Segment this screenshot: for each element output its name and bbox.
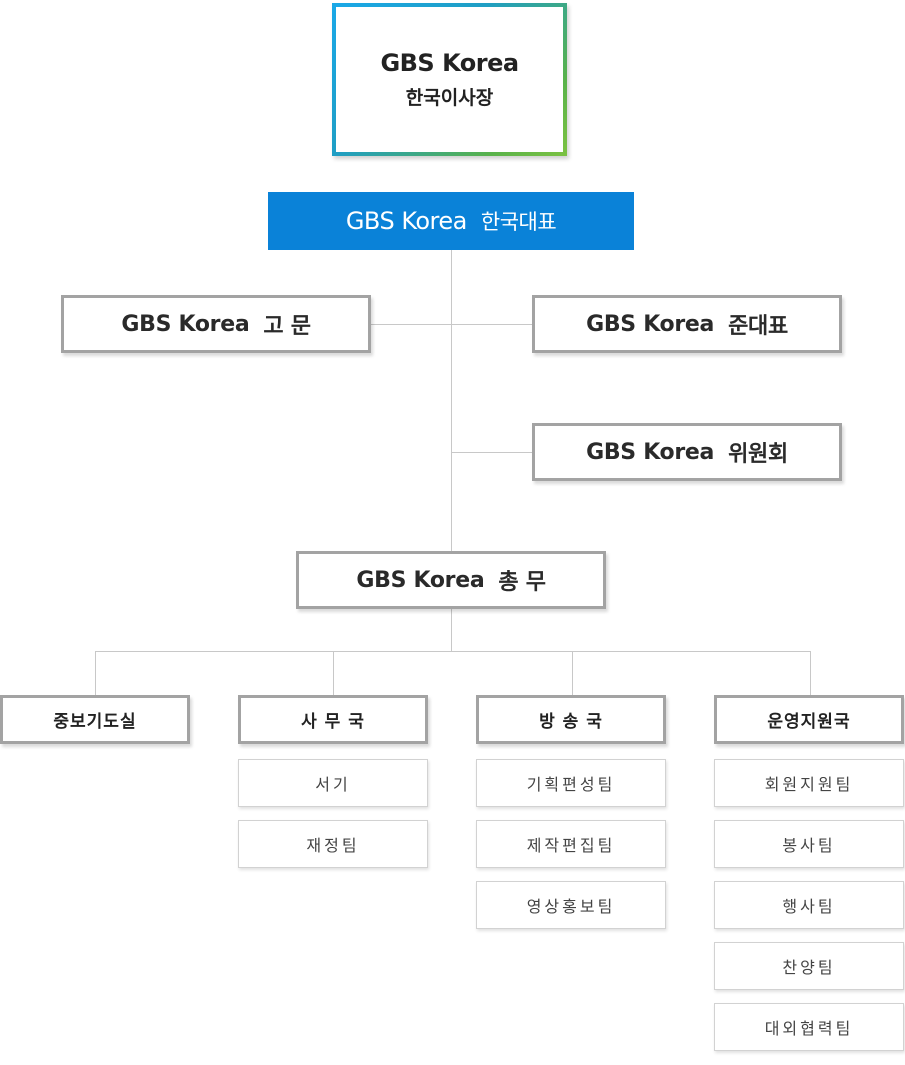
team-name: 대외협력팀	[764, 1019, 854, 1038]
connector-committee	[451, 452, 533, 453]
connector-dept-3	[572, 651, 573, 695]
team-name: 봉사팀	[782, 836, 836, 855]
team-box: 제작편집팀	[476, 820, 666, 868]
team-name: 재정팀	[306, 836, 360, 855]
department-name: 중보기도실	[53, 712, 137, 732]
team-box: 서기	[238, 759, 428, 807]
department-box: 방 송 국	[476, 695, 666, 744]
team-name: 찬양팀	[782, 958, 836, 977]
team-name: 영상홍보팀	[526, 897, 616, 916]
team-box: 기획편성팀	[476, 759, 666, 807]
connector-dept-1	[95, 651, 96, 695]
department-name: 방 송 국	[539, 712, 603, 732]
advisor-title: 고 문	[263, 314, 311, 339]
team-name: 서기	[315, 775, 351, 794]
committee-box: GBS Korea 위원회	[532, 423, 842, 481]
team-name: 기획편성팀	[526, 775, 616, 794]
team-box: 회원지원팀	[714, 759, 904, 807]
chairman-org-name: GBS Korea	[380, 49, 519, 77]
representative-box: GBS Korea 한국대표	[268, 192, 634, 250]
representative-title: 한국대표	[480, 210, 557, 234]
advisor-org-name: GBS Korea	[121, 311, 250, 337]
connector-trunk	[451, 250, 452, 552]
committee-org-name: GBS Korea	[586, 439, 715, 465]
team-box: 영상홍보팀	[476, 881, 666, 929]
associate-rep-box: GBS Korea 준대표	[532, 295, 842, 353]
team-box: 찬양팀	[714, 942, 904, 990]
chairman-title: 한국이사장	[405, 87, 494, 109]
committee-title: 위원회	[728, 442, 788, 467]
representative-org-name: GBS Korea	[345, 207, 468, 235]
general-affairs-box: GBS Korea 총 무	[296, 551, 606, 609]
team-box: 행사팀	[714, 881, 904, 929]
team-name: 제작편집팀	[526, 836, 616, 855]
team-name: 회원지원팀	[764, 775, 854, 794]
connector-departments-horizontal	[95, 651, 811, 652]
connector-advisor-associate	[370, 324, 533, 325]
team-box: 봉사팀	[714, 820, 904, 868]
connector-dept-4	[810, 651, 811, 695]
chairman-box: GBS Korea 한국이사장	[332, 3, 567, 156]
connector-dept-2	[333, 651, 334, 695]
general-affairs-org-name: GBS Korea	[356, 567, 485, 593]
department-box: 운영지원국	[714, 695, 904, 744]
advisor-box: GBS Korea 고 문	[61, 295, 371, 353]
associate-rep-title: 준대표	[728, 314, 788, 339]
department-name: 운영지원국	[767, 712, 851, 732]
team-box: 재정팀	[238, 820, 428, 868]
team-name: 행사팀	[782, 897, 836, 916]
department-box: 중보기도실	[0, 695, 190, 744]
team-box: 대외협력팀	[714, 1003, 904, 1051]
associate-rep-org-name: GBS Korea	[586, 311, 715, 337]
connector-general-down	[451, 608, 452, 651]
department-box: 사 무 국	[238, 695, 428, 744]
general-affairs-title: 총 무	[498, 570, 546, 595]
department-name: 사 무 국	[301, 712, 365, 732]
